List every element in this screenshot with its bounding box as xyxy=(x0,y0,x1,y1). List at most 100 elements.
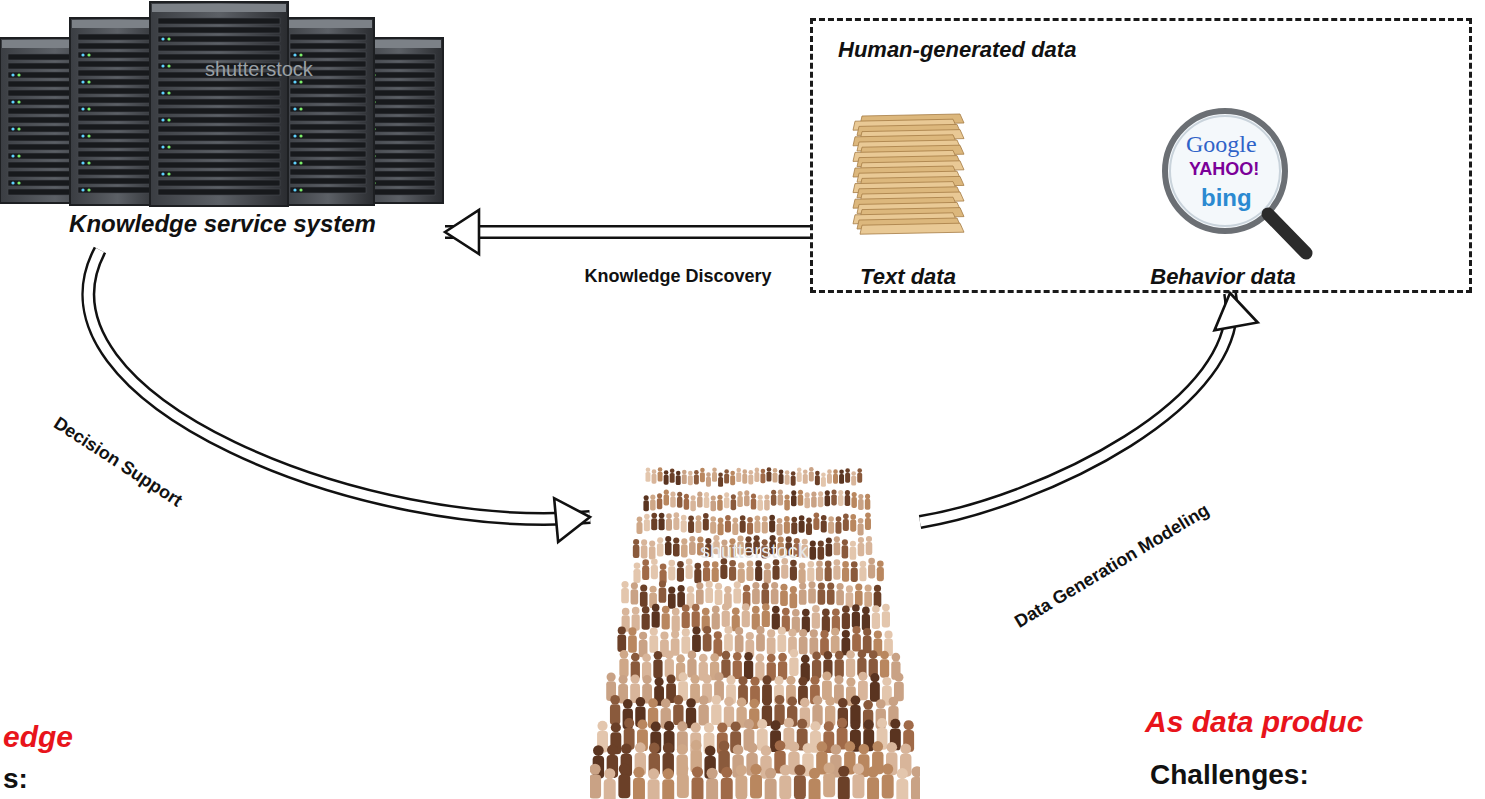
person-head xyxy=(897,768,908,779)
person-body xyxy=(815,475,820,485)
person-body xyxy=(867,777,879,799)
rack-light xyxy=(17,154,20,157)
person-head xyxy=(657,537,663,543)
person-head xyxy=(851,695,861,705)
person-head xyxy=(672,608,680,616)
person-body xyxy=(648,779,660,799)
person-head xyxy=(706,581,713,588)
person-head xyxy=(794,764,805,775)
person-head xyxy=(714,672,723,681)
rack-unit xyxy=(78,79,157,85)
person-body xyxy=(735,635,744,652)
person-head xyxy=(834,559,841,566)
person-head xyxy=(762,696,772,706)
rack-light xyxy=(161,91,164,94)
person-body xyxy=(823,773,835,797)
person-body xyxy=(822,616,830,632)
person-body xyxy=(664,495,669,506)
rack-light xyxy=(167,91,170,94)
person-body xyxy=(828,522,834,534)
person-head xyxy=(807,561,814,568)
person-head xyxy=(775,695,785,705)
person-body xyxy=(712,613,720,629)
person-body xyxy=(653,659,662,678)
rack-unit xyxy=(290,43,366,49)
rack-unit xyxy=(158,99,280,105)
person-body xyxy=(676,754,687,777)
person-body xyxy=(764,569,771,583)
person-head xyxy=(682,604,690,612)
rack-unit xyxy=(290,151,366,157)
person-head xyxy=(717,495,722,500)
rack-light xyxy=(161,37,164,40)
person-head xyxy=(801,655,810,664)
person-head xyxy=(838,490,843,495)
rack-light xyxy=(293,80,296,83)
person-body xyxy=(809,547,816,560)
person-body xyxy=(657,498,662,509)
person-head xyxy=(863,628,871,636)
person-body xyxy=(754,472,759,482)
person-head xyxy=(882,764,893,775)
person-body xyxy=(633,545,640,558)
crowd-illustration xyxy=(590,462,920,799)
person-body xyxy=(842,545,849,558)
person-head xyxy=(712,561,719,568)
person-head xyxy=(664,721,674,731)
person-head xyxy=(865,494,870,499)
person-head xyxy=(744,652,753,661)
person-body xyxy=(833,474,838,484)
person-head xyxy=(767,654,776,663)
person-body xyxy=(851,568,858,582)
person-head xyxy=(737,697,747,707)
person-body xyxy=(652,611,660,627)
arrow-head xyxy=(554,498,590,542)
person-head xyxy=(677,744,688,755)
person-head xyxy=(726,675,735,684)
logo-text: YAHOO! xyxy=(1189,160,1259,180)
person-body xyxy=(834,542,841,555)
person-head xyxy=(805,492,810,497)
person-head xyxy=(650,627,658,635)
person-head xyxy=(784,516,790,522)
person-head xyxy=(765,768,776,779)
person-head xyxy=(744,490,749,495)
person-head xyxy=(827,582,834,589)
person-head xyxy=(800,698,810,708)
person-head xyxy=(692,626,700,634)
arrow-head xyxy=(445,210,479,254)
person-head xyxy=(855,584,862,591)
person-head xyxy=(842,630,850,638)
person-body xyxy=(777,635,786,652)
person-body xyxy=(825,495,830,506)
person-body xyxy=(662,779,674,799)
person-body xyxy=(835,659,844,678)
person-head xyxy=(731,494,736,499)
rack-light xyxy=(167,64,170,67)
person-body xyxy=(791,522,797,534)
person-head xyxy=(678,672,687,681)
person-body xyxy=(724,474,729,484)
person-head xyxy=(838,766,849,777)
person-body xyxy=(778,495,783,506)
person-body xyxy=(722,611,730,627)
person-head xyxy=(874,585,881,592)
person-body xyxy=(649,635,658,652)
rack-light xyxy=(87,107,90,110)
person-body xyxy=(682,474,687,484)
person-head xyxy=(762,516,768,522)
person-head xyxy=(833,469,838,474)
person-body xyxy=(689,542,696,555)
person-head xyxy=(688,651,697,660)
person-head xyxy=(642,653,651,662)
person-head xyxy=(774,676,783,685)
person-body xyxy=(650,500,655,511)
person-body xyxy=(880,659,889,678)
person-head xyxy=(842,561,849,568)
rack-light xyxy=(293,53,296,56)
person-head xyxy=(651,721,661,731)
person-body xyxy=(865,499,870,510)
rack-unit xyxy=(78,160,157,166)
person-body xyxy=(806,523,812,535)
person-head xyxy=(738,491,743,496)
